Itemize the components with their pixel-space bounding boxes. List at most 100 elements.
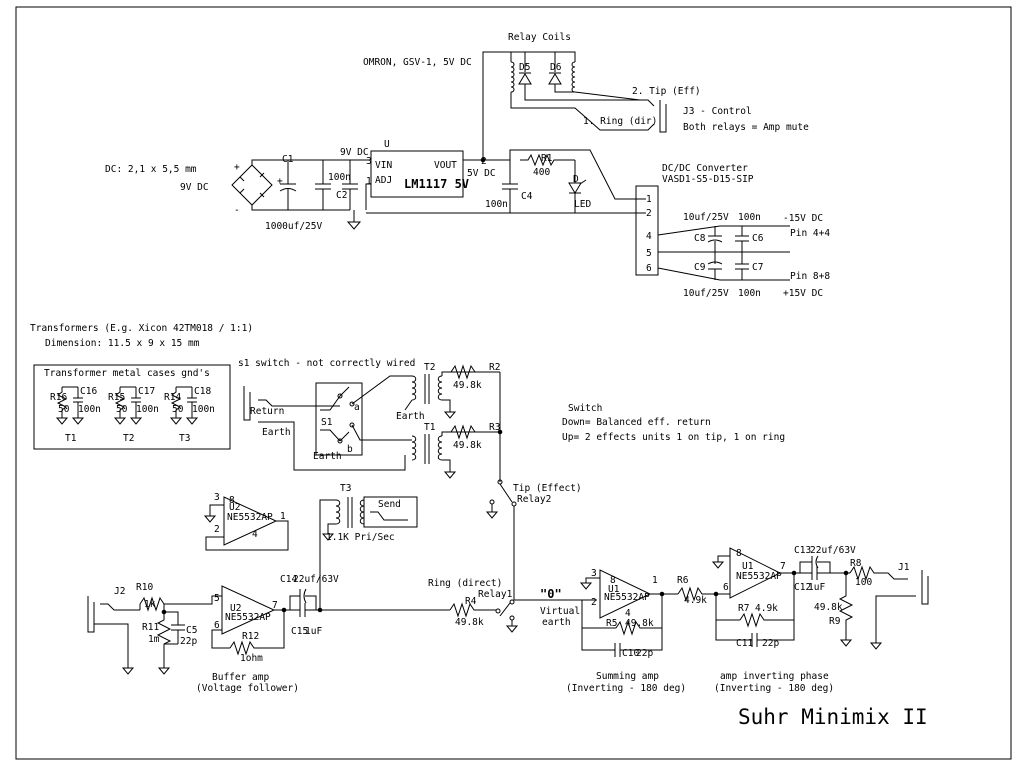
c11-value: 22p [762, 638, 779, 649]
dcdc-pin1: 1 [646, 194, 652, 205]
resistor-r3 [450, 424, 476, 440]
resistor-r6 [677, 586, 716, 602]
u2-ic-label: NE5532AP [225, 612, 271, 623]
earth-label-3: Earth [396, 411, 425, 422]
c5-value: 22p [180, 636, 197, 647]
resistor-r12 [229, 610, 285, 656]
u1-inv-pin6: 6 [723, 582, 729, 593]
c1-plus: + [277, 176, 283, 187]
r11-label: R11 [142, 622, 159, 633]
five-v-dc-label: 5V DC [467, 168, 496, 179]
r12-value: 1ohm [240, 653, 263, 664]
minus-sign: - [234, 205, 240, 216]
resistor-label: R16 [50, 392, 67, 403]
regulator-label: LM1117 5V [404, 177, 469, 191]
r9-value: 49.8k [814, 602, 843, 613]
send-label: Send [378, 499, 401, 510]
inverting-amp-group: R6 4.9k U1 NE5532AP 6 7 8 R7 4.9k C11 22… [677, 545, 929, 694]
pos15-label: +15V DC [783, 288, 823, 299]
u2-small-pin4: 4 [252, 529, 258, 540]
u1-inv-ic-label: NE5532AP [736, 571, 782, 582]
j2-jack [87, 596, 95, 633]
transformer-gnd-box [33, 364, 231, 450]
resistor-value: 50 [58, 404, 70, 415]
switch-title: Switch [568, 403, 602, 414]
pin88-label: Pin 8+8 [790, 271, 830, 282]
capacitor-label: C16 [80, 386, 97, 397]
both-relays-label: Both relays = Amp mute [683, 122, 809, 133]
ring-dir-label: 1. Ring (dir) [583, 116, 657, 127]
resistor-r8 [849, 565, 880, 581]
c2-value: 100n [328, 172, 351, 183]
j3-label: J3 - Control [683, 106, 752, 117]
transformers-line1: Transformers (E.g. Xicon 42TM018 / 1:1) [30, 323, 253, 334]
nine-v-dc-reg: 9V DC [340, 147, 369, 158]
r1-label: R1 [541, 153, 553, 164]
c6-rating: 100n [738, 212, 761, 223]
transformers-line2: Dimension: 11.5 x 9 x 15 mm [45, 338, 200, 349]
s1-switch[interactable] [315, 382, 363, 456]
r7-label: R7 [738, 603, 749, 614]
s1-label: S1 [321, 417, 333, 428]
op-amp-u2[interactable] [221, 585, 276, 635]
op-amp-u1-summing[interactable] [599, 569, 652, 619]
led-label: LED [574, 199, 591, 210]
sum-caption-1: Summing amp [596, 671, 659, 682]
resistor [114, 387, 126, 418]
r4-value: 49.8k [455, 617, 484, 628]
r8-label: R8 [850, 558, 862, 569]
transformer-label: T1 [65, 433, 77, 444]
reg-pin3: 3 [366, 156, 372, 167]
dcdc-pin5: 5 [646, 248, 652, 259]
d6-label: D6 [550, 62, 562, 73]
j1-label: J1 [898, 562, 910, 573]
c12-label: C12 [794, 582, 811, 593]
op-amp-u1-inverting[interactable] [729, 547, 782, 599]
r3-label: R3 [489, 422, 500, 433]
dcdc-pin2: 2 [646, 208, 652, 219]
u1-pin3: 3 [591, 568, 597, 579]
adj-label: ADJ [375, 175, 392, 186]
neg15-label: -15V DC [783, 213, 823, 224]
c12-value: 1uF [808, 582, 825, 593]
capacitor-label: C18 [194, 386, 211, 397]
j1-jack [921, 570, 929, 605]
resistor-label: R15 [108, 392, 125, 403]
u1-pin8: 8 [610, 575, 616, 586]
c14-label: C14 [280, 574, 297, 585]
u1-label: U1 [608, 584, 620, 595]
switch-area-group: s1 switch - not correctly wired Return E… [238, 358, 785, 482]
r4-label: R4 [465, 596, 477, 607]
r6-label: R6 [677, 575, 689, 586]
diode-d6 [548, 73, 562, 85]
u-label: U [384, 139, 390, 150]
switch-down: Down= Balanced eff. return [562, 417, 711, 428]
relay-coil-right [571, 61, 576, 93]
resistor-r7 [739, 573, 795, 628]
diode-d5 [518, 73, 532, 85]
u2-small-pin2: 2 [214, 524, 220, 535]
resistor [56, 387, 68, 418]
vin-label: VIN [375, 160, 392, 171]
resistor-r5 [615, 594, 663, 636]
capacitor-value: 100n [136, 404, 159, 415]
resistor-value: 50 [116, 404, 128, 415]
c7-rating: 100n [738, 288, 761, 299]
s1-a-label: a [354, 402, 360, 413]
r5-label: R5 [606, 618, 617, 629]
tip-effect-label: Tip (Effect) [513, 483, 582, 494]
r7-value: 4.9k [755, 603, 778, 614]
c11-label: C11 [736, 638, 753, 649]
ic-small-label: NE5532AP [227, 512, 273, 523]
r6-value: 4.9k [684, 595, 707, 606]
dcdc-model: VASD1-S5-D15-SIP [662, 174, 754, 185]
resistor [170, 387, 182, 418]
t2-label: T2 [424, 362, 435, 373]
dcdc-pin6: 6 [646, 263, 652, 274]
pin44-label: Pin 4+4 [790, 228, 830, 239]
c14-value: 22uf/63V [293, 574, 339, 585]
t1-label: T1 [424, 422, 436, 433]
